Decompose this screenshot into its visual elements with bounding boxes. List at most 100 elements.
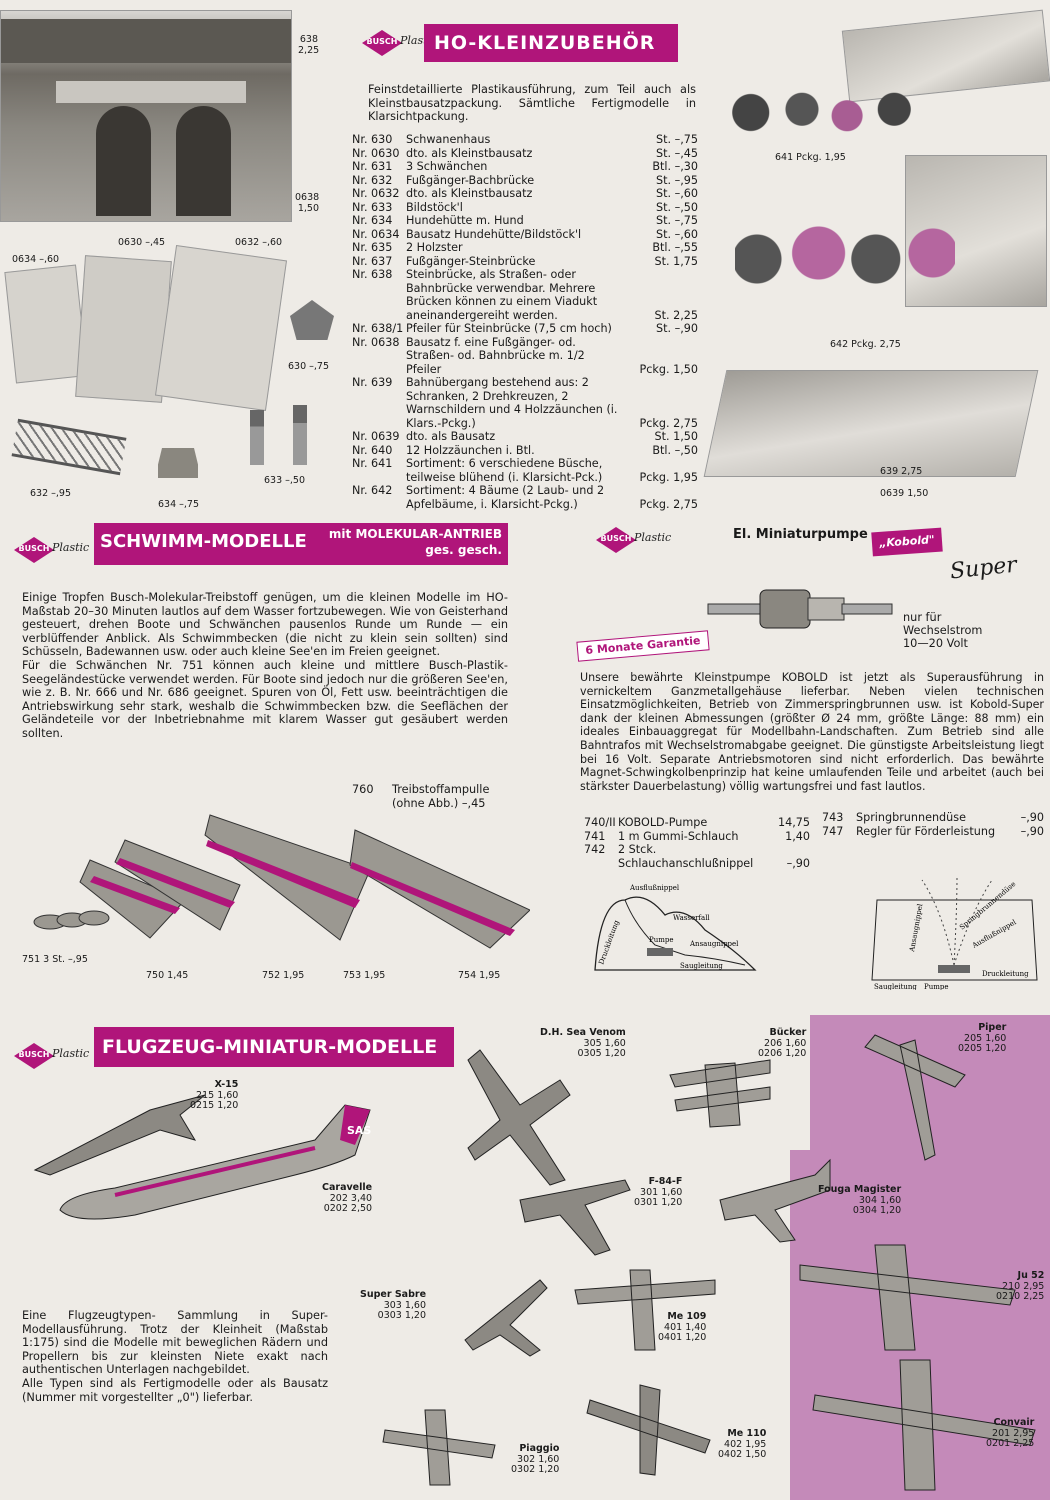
plane-kit-price: 0301 1,20 xyxy=(634,1197,683,1208)
plane-price: 402 1,95 xyxy=(724,1438,767,1450)
item-number: Nr. 642 xyxy=(352,484,393,497)
item-description: Fußgänger-Steinbrücke xyxy=(406,254,536,268)
wayside-shrine-2-image xyxy=(293,405,307,465)
label-632: 632 –,95 xyxy=(30,488,72,499)
item-price: 14,75 xyxy=(777,816,810,829)
label-633: 633 –,50 xyxy=(264,475,306,486)
f84-image xyxy=(519,1179,631,1256)
item-number: Nr. 638/1 xyxy=(352,322,404,335)
item-number: 747 xyxy=(822,824,844,838)
plane-price: 301 1,60 xyxy=(640,1186,683,1198)
item-description: Pfeiler für Steinbrücke (7,5 cm hoch) xyxy=(406,322,612,335)
label-642: 642 Pckg. 2,75 xyxy=(830,339,901,350)
item-price: St. –,75 xyxy=(656,214,698,227)
plane-name: F-84-F xyxy=(648,1176,683,1187)
item-price: St. –,50 xyxy=(656,200,698,214)
item-price: St. –,60 xyxy=(656,227,698,241)
x15-image xyxy=(33,1094,206,1176)
item-description: 12 Holzzäunchen i. Btl. xyxy=(406,443,535,457)
plane-kit-price: 0201 2,25 xyxy=(986,1438,1035,1449)
item-number: Nr. 0632 xyxy=(352,187,400,200)
plane-kit-price: 0210 2,25 xyxy=(996,1291,1045,1302)
doghouse-image xyxy=(158,448,198,478)
pack-0634-image xyxy=(4,264,88,384)
item-description: 2 Stck. Schlauchanschlußnippel xyxy=(618,843,754,870)
item-description: Hundehütte m. Hund xyxy=(406,214,524,227)
item-description: dto. als Bausatz xyxy=(406,430,496,443)
d2-label-3: Druckleitung xyxy=(982,970,1029,978)
item-price: St. –,75 xyxy=(656,133,698,146)
plane-kit-price: 0205 1,20 xyxy=(958,1043,1007,1054)
item-description: KOBOLD-Pumpe xyxy=(618,816,708,829)
sabre-image xyxy=(464,1279,548,1357)
label-0632: 0632 –,60 xyxy=(235,237,283,248)
plane-price: 303 1,60 xyxy=(383,1299,427,1311)
item-number: Nr. 632 xyxy=(352,173,393,187)
ju52-image xyxy=(799,1244,1016,1351)
item-price: St. 2,25 xyxy=(654,308,698,322)
kobold-badge: „Kobold" xyxy=(871,527,943,557)
price-row: Nr. 0639 dto. als Bausatz St. 1,50 xyxy=(352,430,698,444)
plane-kit-price: 0401 1,20 xyxy=(658,1332,707,1343)
item-description: dto. als Kleinstbausatz xyxy=(406,146,533,160)
me109-image xyxy=(574,1269,716,1351)
item-number: 743 xyxy=(822,811,844,824)
item-number: Nr. 0634 xyxy=(352,227,400,241)
item-number: Nr. 638 xyxy=(352,268,393,281)
pump-body: Unsere bewährte Kleinstpumpe KOBOLD ist … xyxy=(580,671,1044,793)
item-price: St. 1,50 xyxy=(654,430,698,443)
bridge-photo xyxy=(0,10,292,222)
item-description: Bahnübergang bestehend aus: 2 Schranken,… xyxy=(406,376,618,430)
venom-image xyxy=(467,1049,571,1186)
d2-label-5: Pumpe xyxy=(924,983,948,990)
item-price: –,90 xyxy=(1020,811,1044,824)
d2-label-2: Ausflußnippel xyxy=(970,918,1018,950)
flug-title: FLUGZEUG-MINIATUR-MODELLE xyxy=(94,1027,454,1067)
ampulle-label: Treibstoffampulle (ohne Abb.) –,45 xyxy=(392,783,490,810)
plane-name: Bücker xyxy=(769,1027,807,1038)
swim-body: Einige Tropfen Busch-Molekular-Treibstof… xyxy=(22,591,508,740)
plane-price: 205 1,60 xyxy=(964,1032,1007,1044)
item-number: 740/II xyxy=(584,816,616,829)
plane-name: Me 110 xyxy=(727,1428,767,1439)
swim-title: SCHWIMM-MODELLE xyxy=(100,531,307,552)
plane-price: 401 1,40 xyxy=(664,1321,707,1333)
piper-image xyxy=(864,1034,966,1161)
item-description: 3 Schwänchen xyxy=(406,160,488,173)
pump-voltage: nur für Wechselstrom 10—20 Volt xyxy=(903,611,983,650)
item-price: St. –,45 xyxy=(656,146,698,160)
swim-banner: SCHWIMM-MODELLE mit MOLEKULAR-ANTRIEB ge… xyxy=(94,523,508,565)
boat-label: 754 1,95 xyxy=(458,970,501,981)
swim-boats-image xyxy=(33,814,530,949)
item-description: 2 Holzster xyxy=(406,241,463,254)
item-price: Pckg. 2,75 xyxy=(639,497,699,511)
d1-label-1: Wasserfall xyxy=(673,914,710,922)
footbridge-image xyxy=(11,418,127,476)
plane-name: Ju 52 xyxy=(1017,1270,1045,1281)
plane-price: 202 3,40 xyxy=(329,1192,373,1204)
item-number: Nr. 634 xyxy=(352,214,393,227)
super-brand: Super xyxy=(948,552,1018,585)
label-641: 641 Pckg. 1,95 xyxy=(775,152,846,163)
fouga-image xyxy=(719,1158,831,1243)
item-number: Nr. 0639 xyxy=(352,430,400,443)
plane-kit-price: 0206 1,20 xyxy=(758,1048,807,1059)
plane-price: 215 1,60 xyxy=(196,1089,239,1101)
item-number: 741 xyxy=(584,829,606,843)
d1-label-5: Druckleitung xyxy=(597,919,621,966)
item-price: St. –,90 xyxy=(656,322,698,335)
